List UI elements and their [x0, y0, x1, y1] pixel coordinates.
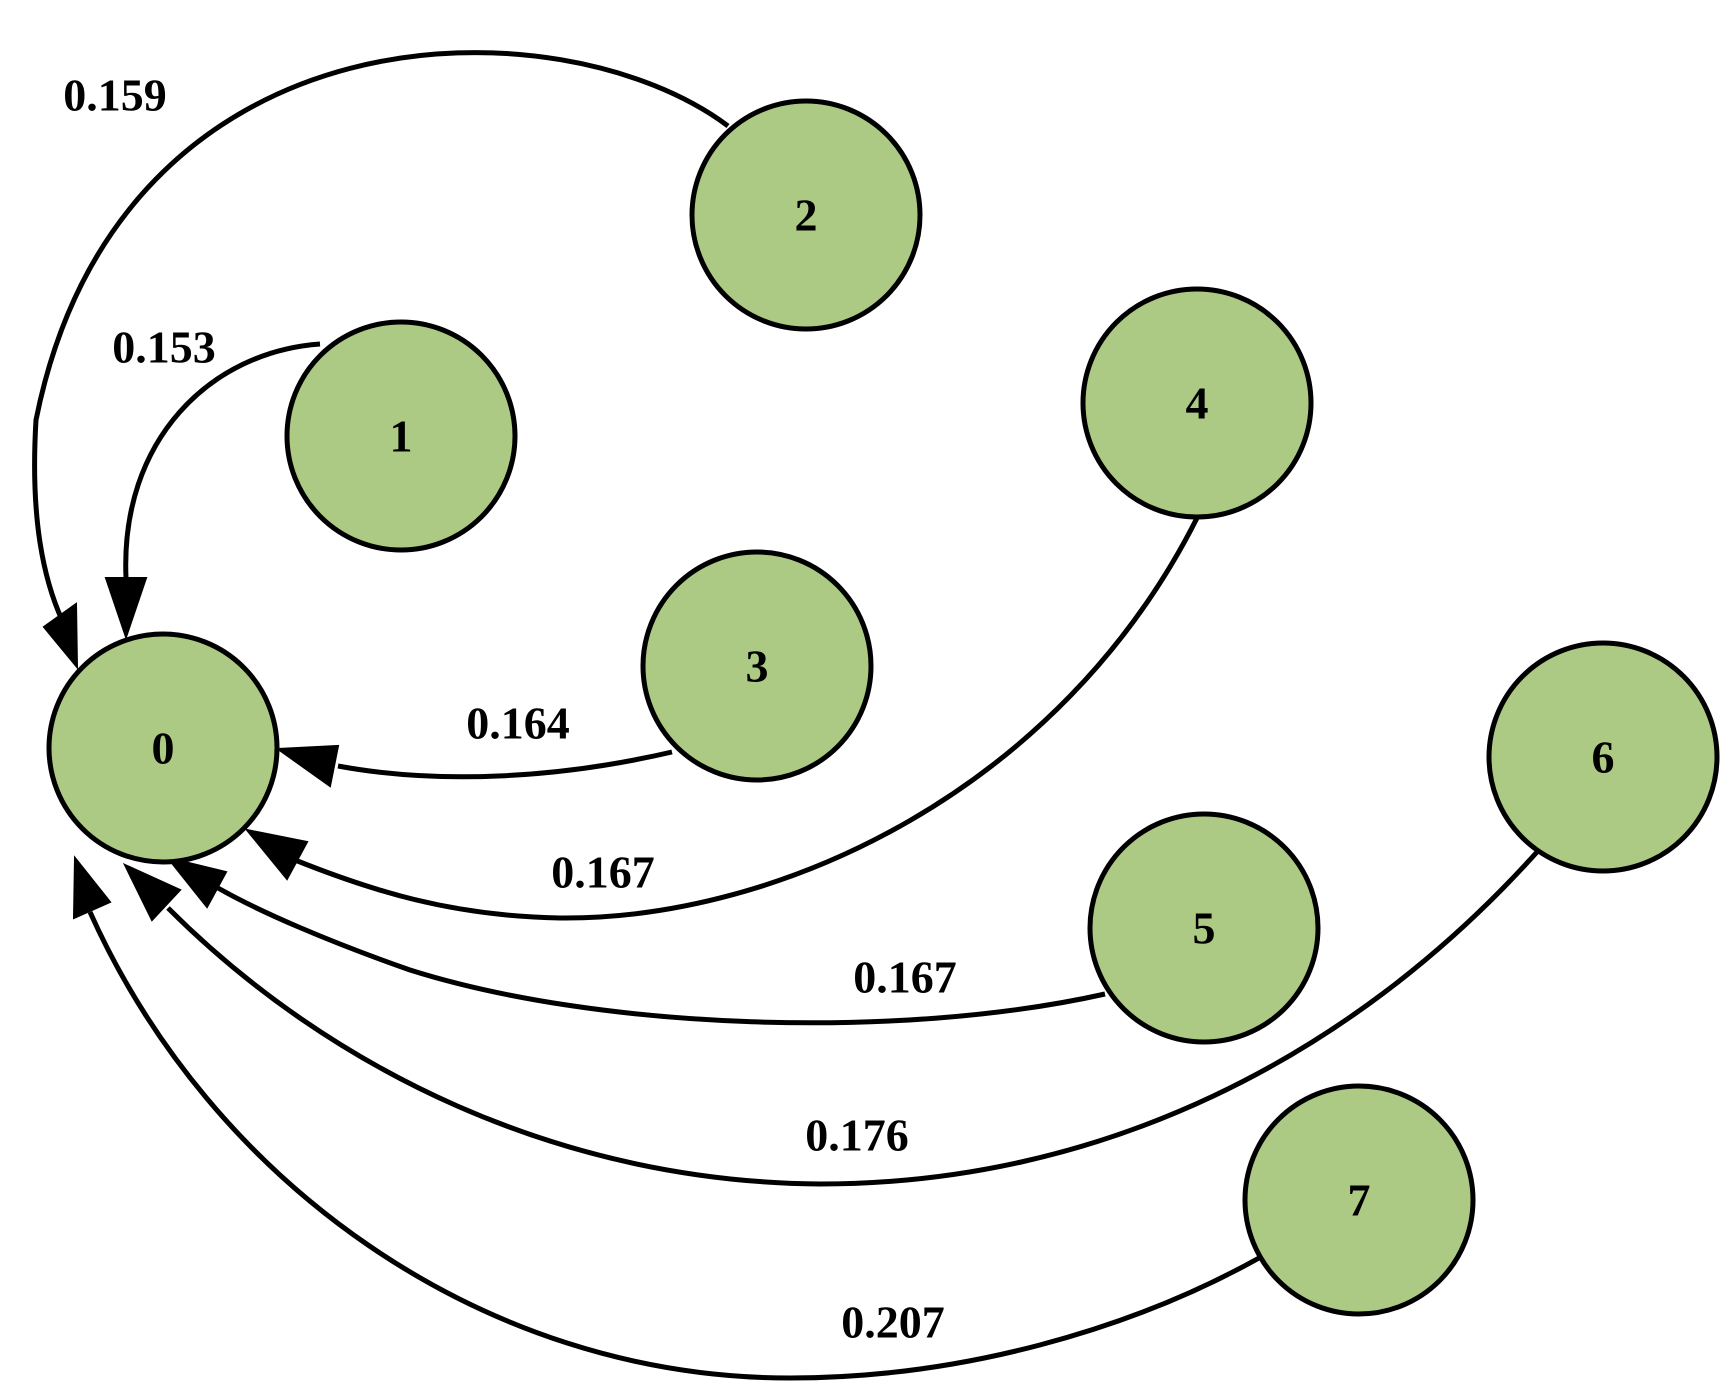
node-0: 0	[46, 631, 280, 865]
node-label: 5	[1193, 903, 1216, 954]
node-label: 0	[152, 723, 175, 774]
arrowhead	[72, 855, 112, 920]
node-6: 6	[1486, 640, 1720, 874]
node-label: 4	[1186, 378, 1209, 429]
node-2: 2	[689, 98, 923, 332]
edge-label: 0.167	[551, 847, 655, 898]
edge-line	[337, 749, 673, 780]
node-3: 3	[640, 549, 874, 783]
edge-label: 0.176	[805, 1110, 909, 1161]
edge-line	[123, 341, 321, 579]
node-circle	[1242, 1083, 1476, 1317]
node-circle	[1486, 640, 1720, 874]
edge-7-to-0: 0.207	[72, 855, 1261, 1381]
node-circle	[284, 319, 518, 553]
edge-line	[32, 50, 730, 622]
node-circle	[1080, 286, 1314, 520]
edge-label: 0.207	[841, 1297, 945, 1348]
edge-label: 0.159	[63, 70, 167, 121]
edge-label: 0.153	[112, 322, 216, 373]
node-5: 5	[1087, 811, 1321, 1045]
edge-line	[166, 850, 1539, 1187]
edge-4-to-0: 0.167	[244, 516, 1200, 921]
edge-5-to-0: 0.167	[165, 856, 1106, 1026]
edge-3-to-0: 0.164	[275, 698, 673, 788]
node-circle	[640, 549, 874, 783]
node-1: 1	[284, 319, 518, 553]
arrowhead	[165, 856, 228, 909]
edge-1-to-0: 0.153	[104, 322, 321, 641]
nodes: 0 1 2 3 4 5 6 7	[46, 98, 1720, 1317]
node-circle	[689, 98, 923, 332]
edges: 0.159 0.153 0.164 0.167 0.167	[32, 50, 1539, 1381]
edge-label: 0.164	[466, 698, 570, 749]
edge-label: 0.167	[853, 952, 957, 1003]
node-label: 7	[1348, 1175, 1371, 1226]
edge-6-to-0: 0.176	[122, 850, 1539, 1187]
arrowhead	[104, 577, 148, 641]
node-circle	[1087, 811, 1321, 1045]
edge-line	[216, 885, 1106, 1026]
node-label: 1	[390, 411, 413, 462]
node-circle	[46, 631, 280, 865]
arrowhead	[244, 828, 309, 881]
node-label: 6	[1592, 732, 1615, 783]
node-4: 4	[1080, 286, 1314, 520]
node-7: 7	[1242, 1083, 1476, 1317]
node-label: 3	[746, 641, 769, 692]
arrowhead	[122, 862, 182, 922]
arrowhead	[42, 602, 79, 670]
node-label: 2	[795, 190, 818, 241]
edge-line	[87, 910, 1261, 1381]
edge-line	[294, 516, 1200, 921]
edge-2-to-0: 0.159	[32, 50, 730, 670]
arrowhead	[275, 744, 340, 788]
